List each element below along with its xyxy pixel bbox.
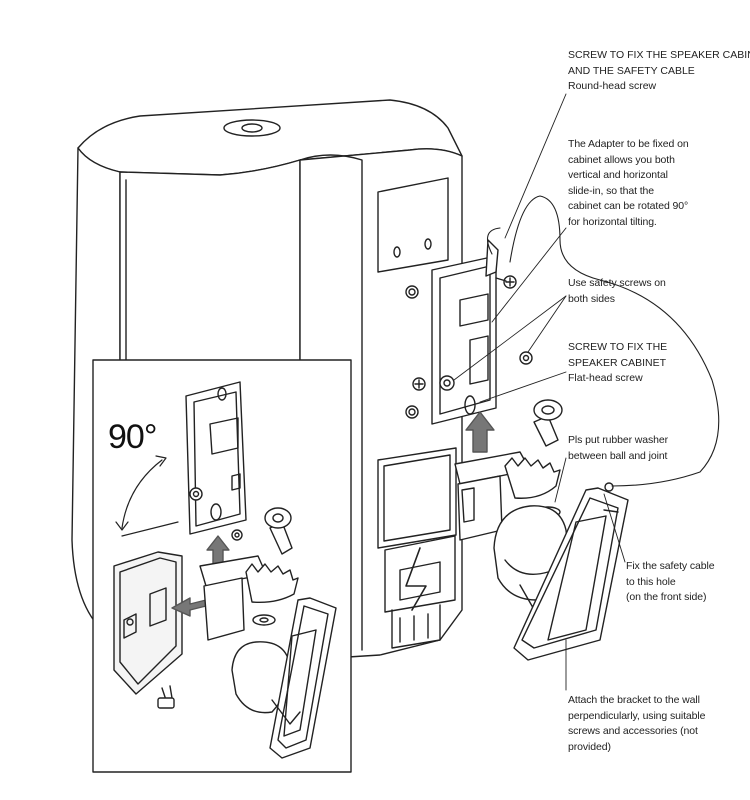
callout-line: vertical and horizontal [568,169,668,181]
inset-rotation-detail [92,359,352,773]
callout-rubber-washer: Pls put rubber washer between ball and j… [568,433,668,464]
callout-line: provided) [568,740,611,753]
callout-line: Fix the safety cable [626,560,715,572]
callout-attach-bracket: Attach the bracket to the wall perpendic… [568,693,705,755]
callout-line: Pls put rubber washer [568,434,669,446]
ball-joint-bracket [454,399,629,661]
callout-line: to this hole [626,575,676,588]
callout-safety-screws: Use safety screws on both sides [568,276,666,307]
callout-line: both sides [568,292,615,305]
callout-line: between ball and joint [568,449,668,462]
callout-safety-cable-hole: Fix the safety cable to this hole (on th… [626,559,715,606]
cabinet-adapter [412,239,533,425]
callout-flat-head-screw: SCREW TO FIX THE SPEAKER CABINET Flat-he… [568,340,667,387]
callout-line: cabinet can be rotated 90° [568,200,689,212]
callout-line: Use safety screws on [568,277,666,289]
callout-line: cabinet allows you both [568,153,675,166]
callout-line: perpendicularly, using suitable [568,709,706,722]
callout-adapter: The Adapter to be fixed on cabinet allow… [568,137,689,230]
callout-line: Flat-head screw [568,372,643,384]
callout-line: Round-head screw [568,80,657,92]
slide-arrow [465,411,495,453]
callout-line: SPEAKER CABINET [568,356,667,369]
callout-line: for horizontal tilting. [568,215,657,228]
rotation-angle-label: 90° [108,418,157,456]
callout-line: The Adapter to be fixed on [568,138,689,150]
callout-line: Attach the bracket to the wall [568,694,700,706]
safety-cable [509,195,720,487]
leader-lines [453,93,626,691]
callout-line: slide-in, so that the [568,184,655,197]
callout-line: AND THE SAFETY CABLE [568,64,695,77]
callout-line: SCREW TO FIX THE [568,341,668,353]
callout-line: SCREW TO FIX THE SPEAKER CABINET [568,49,750,61]
callout-line: (on the front side) [626,591,707,603]
callout-line: screws and accessories (not [568,725,698,737]
callout-round-head-screw: SCREW TO FIX THE SPEAKER CABINET AND THE… [568,48,750,95]
